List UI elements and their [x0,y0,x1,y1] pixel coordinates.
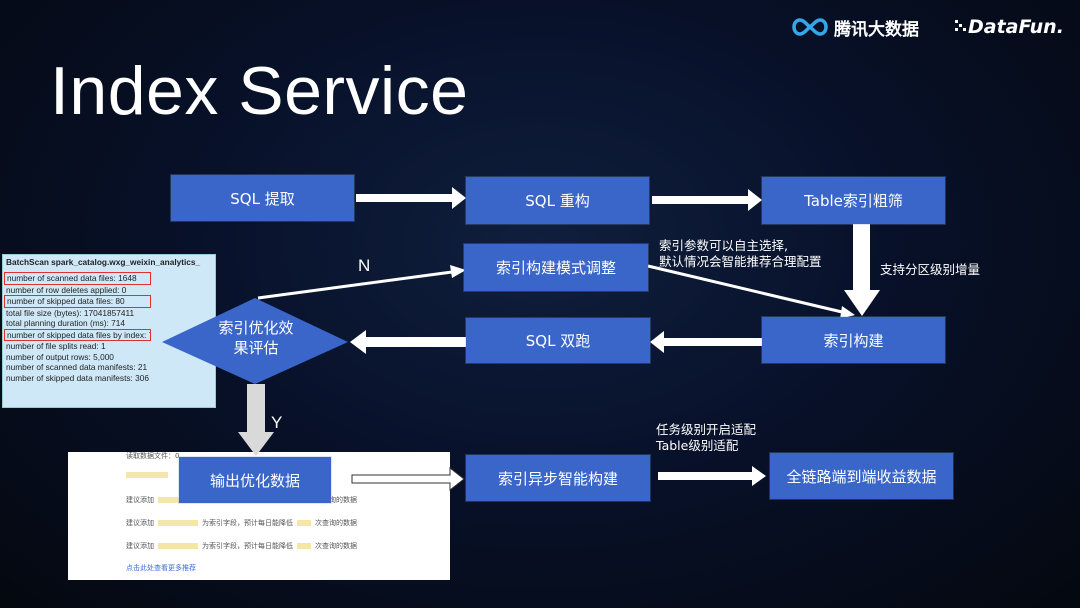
node-evaluate-label: 索引优化效果评估 [218,319,294,357]
note-partition: 支持分区级别增量 [880,262,981,277]
node-mode-adjust: 索引构建模式调整 [464,244,648,291]
label-no: N [358,256,371,275]
datafun-logo-icon [955,20,966,31]
arrow-async-to-benefit [658,466,766,486]
arrow-rebuild-to-filter [652,189,762,211]
node-index-build: 索引构建 [762,317,945,363]
node-async-build: 索引异步智能构建 [466,455,650,501]
datafun-brand-text: DataFun. [968,16,1064,38]
arrowhead-evaluate-to-mode [450,265,466,278]
node-table-filter: Table索引粗筛 [762,177,945,224]
page-title: Index Service [50,53,469,129]
line-evaluate-to-mode [257,270,453,300]
scan-metric-line: total planning duration (ms): 714 [6,318,125,328]
doc-top-line: 读取数据文件：0 [126,452,180,460]
arrow-build-to-dual [650,331,762,353]
scan-metric-line: number of scanned data manifests: 21 [6,362,148,372]
scan-metric-line: number of row deletes applied: 0 [6,284,127,295]
doc-more-link[interactable]: 点击此处查看更多推荐 [126,564,196,572]
arrow-filter-to-build [844,224,880,316]
note-task-level: 任务级别开启适配 [656,422,757,437]
evaluate-diamond-shape [162,298,348,384]
datafun-brand: DataFun. [954,14,1064,40]
scan-metric-line: number of output rows: 5,000 [6,351,114,362]
note-params: 索引参数可以自主选择, 默认情况会智能推荐合理配置 [659,238,822,270]
node-output-data: 输出优化数据 [179,457,331,503]
scan-metric-highlighted: number of scanned data files: 1648 [4,272,151,285]
arrow-dual-to-evaluate [350,330,466,354]
doc-recommendation-row: 建议添加为索引字段，预计每日能降低次查询的数据 [126,542,357,550]
scan-metric-line: number of skipped data manifests: 306 [6,372,149,383]
note-table-level: Table级别适配 [656,438,739,453]
note-levels: 任务级别开启适配 Table级别适配 [656,422,756,454]
note-params-line2: 默认情况会智能推荐合理配置 [659,254,822,269]
node-sql-rebuild: SQL 重构 [466,177,649,224]
arrow-evaluate-to-output [238,384,274,456]
label-yes: Y [271,413,283,432]
doc-highlight-mark [126,472,168,478]
tencent-brand-text: 腾讯大数据 [834,19,919,40]
scan-metric-line: number of file splits read: 1 [6,341,106,351]
node-sql-extract: SQL 提取 [171,175,354,221]
arrow-extract-to-rebuild [356,187,466,209]
arrow-output-to-async [351,466,465,492]
arrowhead-mode-to-build [840,306,855,319]
node-sql-dual-run: SQL 双跑 [466,318,650,363]
batch-scan-metrics-panel: BatchScan spark_catalog.wxg_weixin_analy… [2,254,216,408]
scan-metric-line: total file size (bytes): 17041857411 [6,307,135,318]
node-benefit-data: 全链路端到端收益数据 [770,453,953,499]
line-mode-to-build [647,264,843,314]
tencent-logo-icon [792,18,828,36]
tencent-brand: 腾讯大数据 [790,14,919,40]
note-params-line1: 索引参数可以自主选择, [659,238,788,253]
scan-metric-highlighted: number of skipped data files: 80 [4,295,151,308]
scan-metric-highlighted: number of skipped data files by index: 7… [4,328,151,341]
doc-recommendation-row: 建议添加为索引字段，预计每日能降低次查询的数据 [126,519,357,527]
batch-scan-header: BatchScan spark_catalog.wxg_weixin_analy… [6,257,201,267]
node-evaluate: 索引优化效果评估 [196,318,316,358]
